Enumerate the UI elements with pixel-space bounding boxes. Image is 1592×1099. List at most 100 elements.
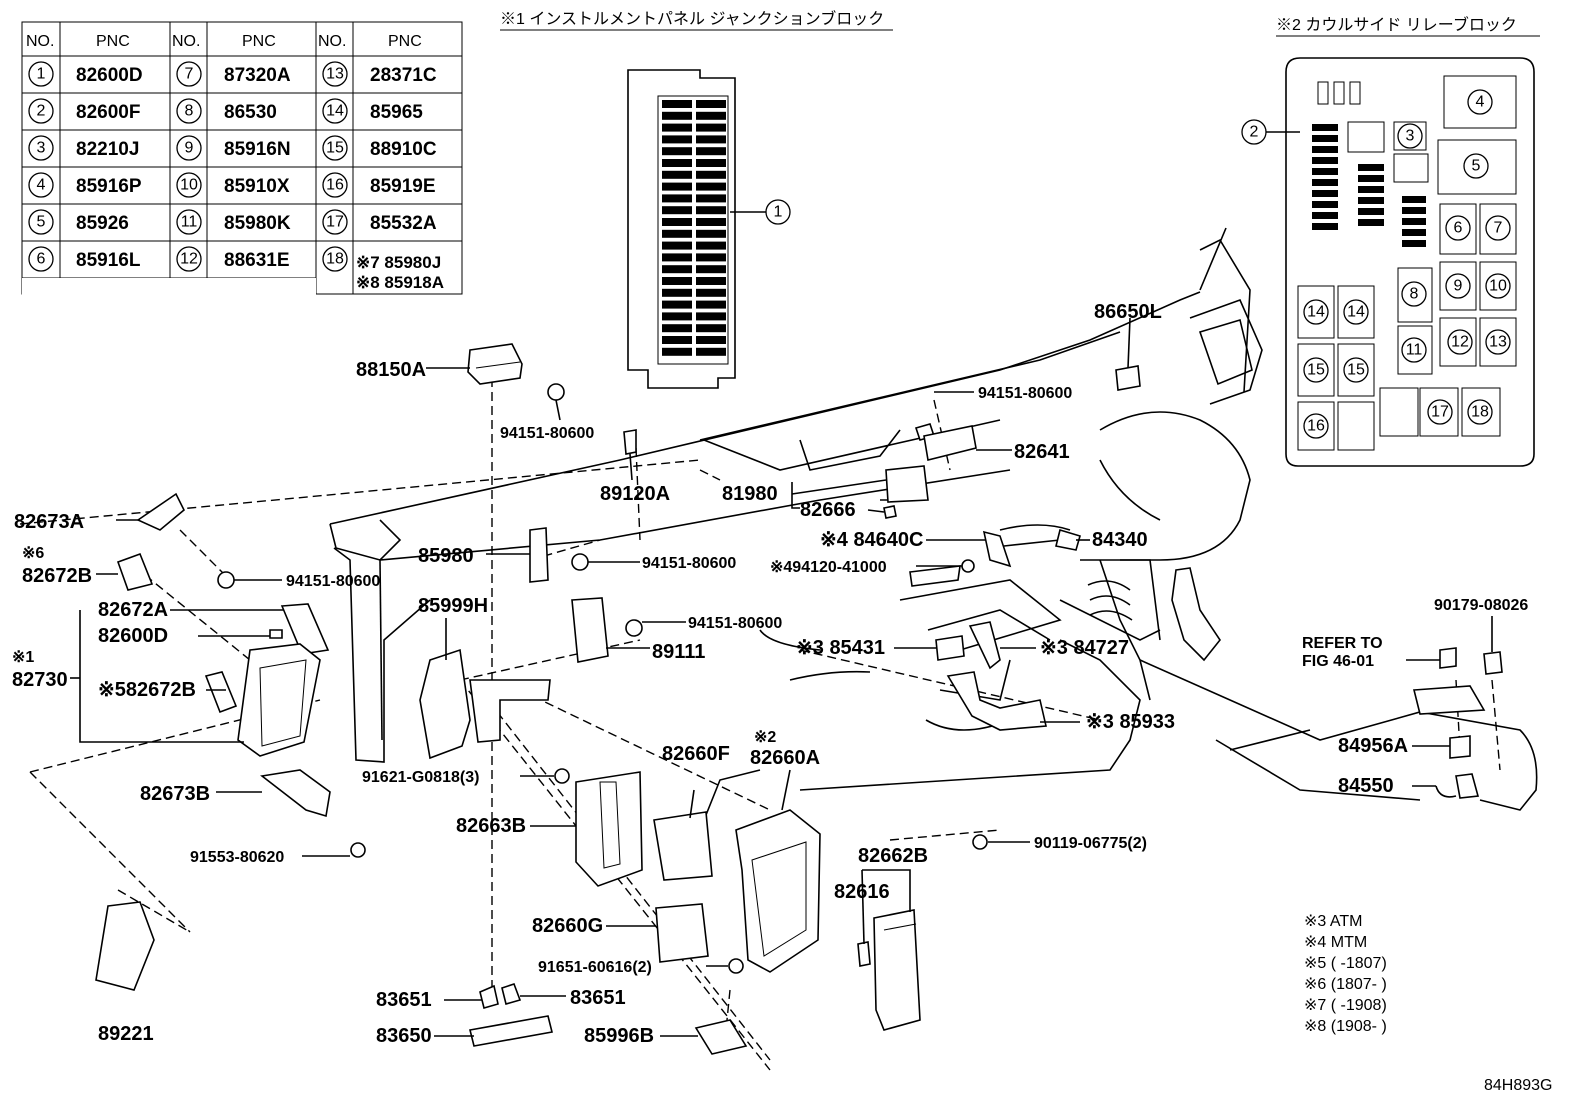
table-row-number: 2 — [37, 103, 46, 120]
table-row-number-circle — [322, 61, 348, 87]
junction-fuse — [696, 218, 726, 226]
relay-callout-circle — [1445, 273, 1471, 299]
table-row-pnc: 85926 — [76, 213, 129, 234]
relay-callout-number: 16 — [1307, 418, 1325, 435]
label-84956A: 84956A — [1338, 735, 1408, 757]
leader-lines — [70, 317, 1493, 1037]
relay-callout-circle — [1447, 329, 1473, 355]
junction-fuse — [696, 229, 726, 238]
junction-fuse — [662, 111, 692, 120]
label-94151-80600-b: 94151-80600 — [286, 573, 380, 590]
table-row-number-circle — [28, 61, 54, 87]
junction-fuse — [662, 277, 692, 285]
junction-fuse — [662, 312, 692, 321]
junction-fuse — [662, 147, 692, 156]
relay-fuse — [1402, 207, 1426, 214]
relay-callout-circle — [1485, 329, 1511, 355]
junction-fuse — [662, 159, 692, 167]
table-row-number: 12 — [180, 251, 198, 268]
junction-fuse — [662, 182, 692, 191]
junction-fuse — [696, 194, 726, 203]
relay-callout-number: 6 — [1454, 220, 1463, 237]
table-row-number: 15 — [326, 140, 344, 157]
relay-fuse — [1312, 168, 1338, 175]
table-row-number-circle — [176, 135, 202, 161]
junction-fuse — [696, 312, 726, 321]
relay-callout-number: 8 — [1410, 286, 1419, 303]
junction-fuse — [696, 111, 726, 120]
table-row-pnc: 88631E — [224, 250, 290, 271]
relay-callout-circle — [1485, 215, 1511, 241]
junction-fuse — [662, 347, 692, 356]
table-row-number-circle — [176, 61, 202, 87]
relay-fuse — [1402, 218, 1426, 225]
label-82730: 82730 — [12, 669, 68, 691]
relay-fuse — [1312, 157, 1338, 164]
table-row-number: 17 — [326, 214, 344, 231]
table-row-number-circle — [28, 98, 54, 124]
label-84727: ※3 84727 — [1040, 637, 1129, 659]
table-row-pnc: 87320A — [224, 65, 291, 86]
relay-callout-number: 11 — [1406, 342, 1423, 359]
junction-fuse — [662, 336, 692, 344]
label-fig-46-01: FIG 46-01 — [1302, 653, 1374, 670]
label-88150A: 88150A — [356, 359, 426, 381]
table-row-pnc: 28371C — [370, 65, 437, 86]
table-row-number-circle — [28, 172, 54, 198]
label-82660G: 82660G — [532, 915, 603, 937]
table-row-pnc: 85532A — [370, 213, 437, 234]
label-82616: 82616 — [834, 881, 890, 903]
table-row-number: 18 — [326, 251, 344, 268]
junction-fuse — [696, 182, 726, 191]
table-header-pnc-2: PNC — [242, 33, 276, 50]
table-row-number-circle — [28, 246, 54, 272]
label-85431: ※3 85431 — [796, 637, 885, 659]
relay-callout-circle — [1241, 119, 1267, 145]
label-82660F: 82660F — [662, 743, 730, 765]
relay-callout-circle — [1303, 357, 1329, 383]
label-91651-60616: 91651-60616(2) — [538, 959, 652, 976]
junction-fuse — [662, 206, 692, 215]
label-84340: 84340 — [1092, 529, 1148, 551]
table-row-number: 16 — [326, 177, 344, 194]
table-row-pnc: 82600F — [76, 102, 140, 123]
table-row-number: 4 — [37, 177, 46, 194]
relay-fuse — [1312, 223, 1338, 230]
table-row-pnc: 85980K — [224, 213, 291, 234]
relay-callout-number: 2 — [1250, 124, 1259, 141]
relay-fuse — [1402, 240, 1426, 247]
label-85996B: 85996B — [584, 1025, 654, 1047]
label-81980: 81980 — [722, 483, 778, 505]
table-row-number: 5 — [37, 214, 46, 231]
relay-callout-circle — [1401, 281, 1427, 307]
relay-callout-number: 7 — [1494, 220, 1503, 237]
relay-callout-circle — [1427, 399, 1453, 425]
label-90119-06775: 90119-06775(2) — [1034, 835, 1147, 852]
relay-callout-number: 3 — [1406, 128, 1415, 145]
label-82663B: 82663B — [456, 815, 526, 837]
label-91553-80620: 91553-80620 — [190, 849, 284, 866]
label-82600D: 82600D — [98, 625, 168, 647]
relay-fuse — [1312, 212, 1338, 219]
table-row-number: 13 — [326, 66, 344, 83]
relay-callout-circle — [1303, 299, 1329, 325]
callout-circle-1 — [765, 199, 791, 225]
junction-fuse — [662, 218, 692, 226]
junction-fuse — [696, 123, 726, 132]
table-row-pnc: 85910X — [224, 176, 290, 197]
junction-block-drawing: 1 — [627, 69, 791, 389]
table-row-number-circle — [176, 98, 202, 124]
table-header-no-1: NO. — [26, 33, 54, 50]
callout-number-1: 1 — [774, 204, 783, 221]
relay-callout-circle — [1445, 215, 1471, 241]
junction-fuse — [662, 300, 692, 309]
junction-fuse — [696, 324, 726, 333]
relay-fuse — [1402, 229, 1426, 236]
label-85999H: 85999H — [418, 595, 488, 617]
table-row-number: 1 — [37, 66, 46, 83]
table-row18-note-7: ※7 85980J — [356, 253, 441, 272]
table-row-number-circle — [28, 135, 54, 161]
label-82641: 82641 — [1014, 441, 1070, 463]
relay-callout-number: 14 — [1347, 304, 1365, 321]
